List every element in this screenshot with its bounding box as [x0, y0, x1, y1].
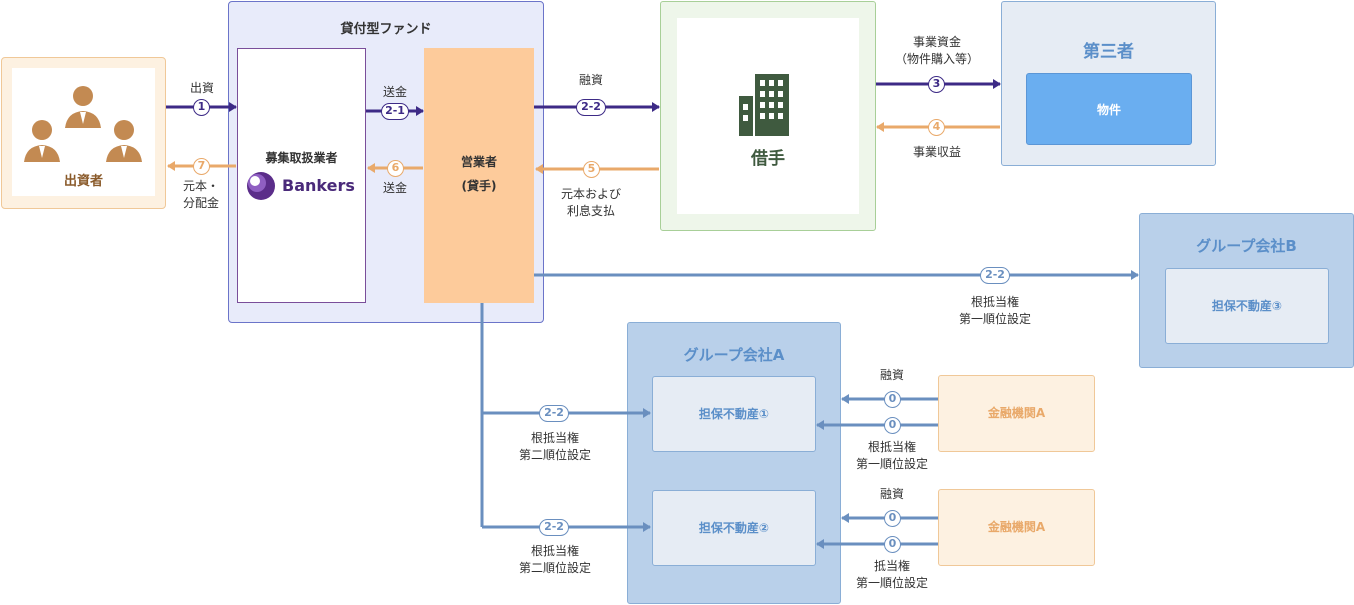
label-4: 事業収益 [912, 145, 961, 159]
collateral-1-label: 担保不動産① [698, 407, 770, 421]
bankers-logo-text: Bankers [282, 176, 355, 195]
badge-1: 1 [193, 99, 210, 116]
label-1: 出資 [189, 81, 214, 95]
badge-bank2-loan: 0 [884, 510, 901, 527]
label-bank1-loan: 融資 [879, 368, 904, 382]
label-collateral-2: 根抵当権 第二順位設定 [518, 544, 591, 575]
collateral-2-box: 担保不動産② [652, 490, 816, 566]
bank-2-label: 金融機関A [987, 520, 1046, 534]
agent-title: 募集取扱業者 [265, 151, 338, 165]
bank-1-box: 金融機関A [938, 375, 1095, 452]
label-bank2-loan: 融資 [879, 487, 904, 501]
label-bank1-lien: 根抵当権 第一順位設定 [855, 440, 928, 471]
badge-4: 4 [928, 119, 945, 136]
badge-2-2: 2-2 [576, 99, 606, 116]
property-label: 物件 [1096, 103, 1121, 117]
label-2-1: 送金 [382, 85, 407, 99]
investor-box: 出資者 [1, 57, 166, 209]
operator-label: 営業者 (貸手) [460, 155, 497, 193]
building-icon [739, 74, 789, 136]
third-party-title: 第三者 [1083, 42, 1134, 62]
badge-7: 7 [193, 158, 210, 175]
badge-bank1-lien: 0 [884, 417, 901, 434]
collateral-3-box: 担保不動産③ [1165, 268, 1329, 344]
third-party-box: 第三者 物件 [1001, 1, 1216, 166]
badge-5: 5 [583, 161, 600, 178]
badge-collateral-1: 2-2 [539, 405, 569, 422]
property-box: 物件 [1026, 73, 1192, 145]
investor-label: 出資者 [63, 174, 103, 189]
label-7: 元本・ 分配金 [182, 179, 219, 210]
borrower-box: 借手 [660, 1, 876, 231]
operator-box: 営業者 (貸手) [424, 48, 534, 303]
bank-1-label: 金融機関A [987, 406, 1046, 420]
badge-bank1-loan: 0 [884, 391, 901, 408]
badge-6: 6 [387, 160, 404, 177]
badge-bank2-lien: 0 [884, 536, 901, 553]
collateral-1-box: 担保不動産① [652, 376, 816, 452]
label-bank2-lien: 抵当権 第一順位設定 [855, 559, 928, 590]
group-a-title: グループ会社A [683, 346, 785, 364]
badge-group-b: 2-2 [980, 267, 1010, 284]
collateral-2-label: 担保不動産② [698, 521, 770, 535]
group-a-box: グループ会社A 担保不動産① 担保不動産② [627, 322, 841, 604]
collateral-3-label: 担保不動産③ [1211, 299, 1283, 313]
borrower-label: 借手 [751, 149, 785, 169]
fund-title: 貸付型ファンド [340, 22, 432, 37]
badge-3: 3 [928, 76, 945, 93]
group-b-title: グループ会社B [1196, 237, 1297, 255]
agent-box: 募集取扱業者 Bankers [237, 48, 366, 303]
label-collateral-1: 根抵当権 第二順位設定 [518, 431, 591, 462]
label-5: 元本および 利息支払 [560, 187, 621, 218]
badge-2-1: 2-1 [381, 103, 409, 120]
investor-people-icon [24, 86, 142, 162]
label-2-2: 融資 [578, 73, 603, 87]
bank-2-box: 金融機関A [938, 489, 1095, 566]
bankers-logo-icon [247, 172, 275, 200]
label-group-b: 根抵当権 第一順位設定 [958, 295, 1031, 326]
label-6: 送金 [382, 181, 407, 195]
label-3: 事業資金 （物件購入等） [894, 35, 979, 66]
group-b-box: グループ会社B 担保不動産③ [1139, 213, 1354, 368]
badge-collateral-2: 2-2 [539, 519, 569, 536]
